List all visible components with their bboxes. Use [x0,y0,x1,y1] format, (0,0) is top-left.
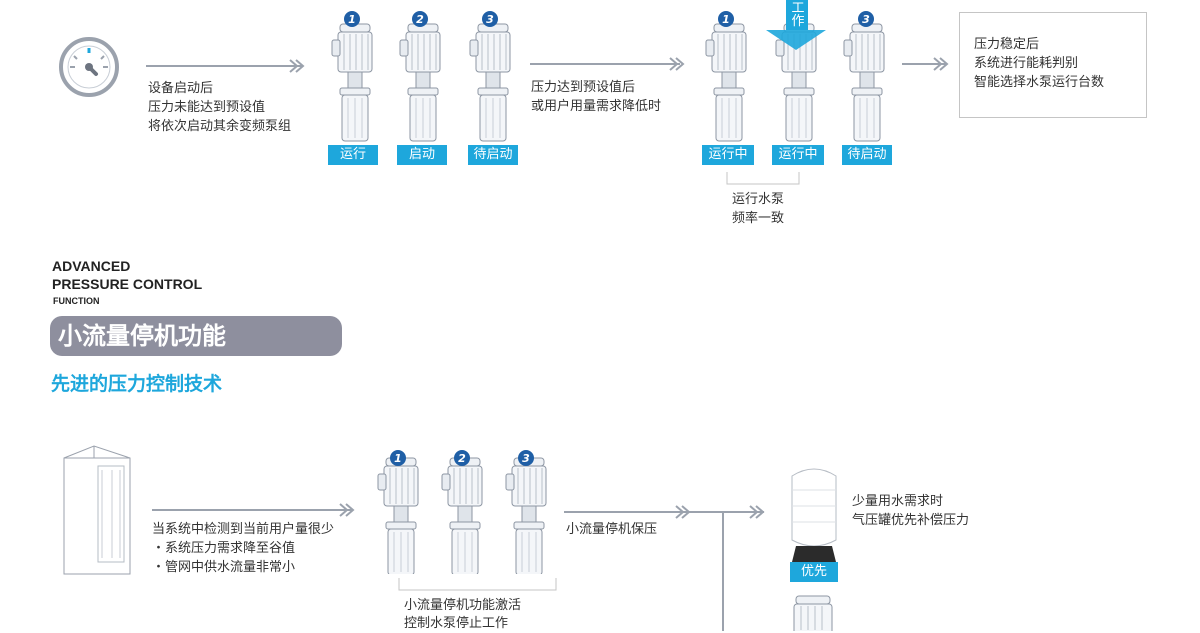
pump-number-label: 1 [348,13,356,26]
section-heading-line1: ADVANCED [52,258,131,274]
pressure-gauge-icon [59,37,119,97]
flow-arrow [564,505,764,631]
flow-arrow [146,59,304,73]
pump-number-1 [344,11,360,27]
bracket [398,578,557,591]
status-badge: 运行 [328,145,378,165]
step2-description: 压力达到预设值后 或用户用量需求降低时 [531,80,662,114]
result-box: 压力稳定后 系统进行能耗判别 智能选择水泵运行台数 [959,12,1147,118]
section-title-pill: 小流量停机功能 [50,316,342,356]
pump-number-2 [412,11,428,27]
pump-group-2: 1 3 [705,0,885,142]
section-subtitle: 先进的压力控制技术 [51,373,223,395]
pump-number-label: 3 [486,13,494,26]
flow-arrow [902,57,948,71]
detect-description: 当系统中检测到当前用户量很少 ・系统压力需求降至谷值 ・管网中供水流量非常小 [152,522,335,575]
pump-group-3: 1 2 3 [377,450,547,574]
flow-label: 小流量停机保压 [566,522,658,537]
section-heading-line3: FUNCTION [53,296,100,306]
status-badge: 待启动 [842,145,892,165]
pump-number-label: 2 [458,452,466,465]
section-title: 小流量停机功能 [58,322,226,350]
step1-description: 设备启动后 压力未能达到预设值 将依次启动其余变频泵组 [148,81,292,134]
tank-description: 少量用水需求时 气压罐优先补偿压力 [852,494,970,528]
bracket-note: 运行水泵 频率一致 [732,192,785,226]
pump-number-label: 3 [862,13,870,26]
control-cabinet-icon [63,445,131,575]
pump-group-1: 1 2 3 [331,11,511,142]
section-heading-line2: PRESSURE CONTROL [52,276,203,292]
stop-indicator-label: 工作 [791,1,805,29]
pump-number-label: 1 [394,452,402,465]
pump-number-label: 1 [722,13,730,26]
standby-pump-icon [793,595,833,631]
status-badge: 运行中 [702,145,754,165]
flow-arrow [530,57,684,71]
priority-badge: 优先 [790,562,838,582]
bracket [726,172,800,185]
status-badge: 运行中 [772,145,824,165]
bracket-note: 小流量停机功能激活 控制水泵停止工作 [404,598,522,631]
flow-arrow [152,503,354,517]
pump-number-3 [482,11,498,27]
status-badge: 待启动 [468,145,518,165]
pump-number-label: 3 [522,452,530,465]
status-badge: 启动 [397,145,447,165]
pressure-tank-icon [791,468,837,562]
pump-number-label: 2 [416,13,424,26]
